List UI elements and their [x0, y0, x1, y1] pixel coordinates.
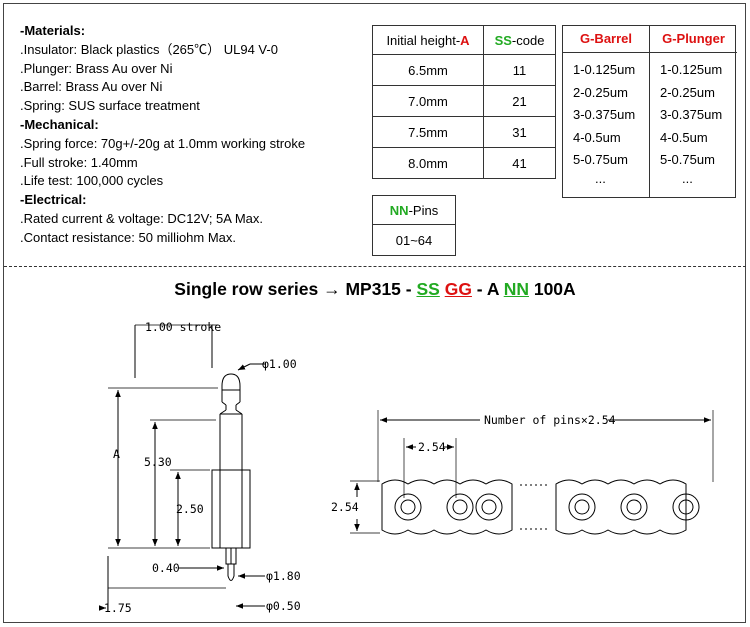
- code-cell: 11: [483, 54, 556, 86]
- height-cell: 6.5mm: [372, 54, 484, 86]
- list-item: ...: [682, 170, 693, 186]
- barrel-spec: .Barrel: Brass Au over Ni: [20, 79, 163, 95]
- pins-length-label: Number of pins×2.54: [484, 413, 616, 427]
- section-divider: [4, 266, 746, 267]
- tail-diameter-label: φ1.80: [266, 569, 301, 583]
- code-header: SS-code: [483, 25, 556, 55]
- list-item: ...: [595, 170, 606, 186]
- list-item: 1-0.125um: [573, 62, 636, 77]
- full-stroke-spec: .Full stroke: 1.40mm: [20, 154, 138, 170]
- plunger-spec: .Plunger: Brass Au over Ni: [20, 60, 173, 76]
- height-header: Initial height-A: [372, 25, 484, 55]
- pins-value: 01~64: [372, 224, 456, 256]
- dim-250-label: 2.50: [176, 502, 204, 516]
- pin-diameter-label: φ0.50: [266, 599, 301, 613]
- height-label: 2.54: [331, 500, 359, 514]
- list-item: 4-0.5um: [573, 129, 621, 145]
- plunger-header: G-Plunger: [650, 26, 737, 53]
- code-cell: 21: [483, 85, 556, 117]
- plunger-column: G-Plunger 1-0.125um 2-0.25um 3-0.375um 4…: [650, 26, 737, 197]
- pitch-label: 2.54: [418, 440, 446, 454]
- dim-530-label: 5.30: [144, 455, 172, 469]
- spring-force-spec: .Spring force: 70g+/-20g at 1.0mm workin…: [20, 135, 306, 151]
- part-number-title: Single row series → MP315 - SS GG - A NN…: [174, 279, 576, 299]
- list-item: 4-0.5um: [660, 129, 708, 145]
- list-item: 1-0.125um: [660, 62, 723, 77]
- code-cell: 41: [483, 147, 556, 179]
- life-test-spec: .Life test: 100,000 cycles: [20, 173, 164, 189]
- list-item: 3-0.375um: [573, 107, 636, 122]
- list-item: 2-0.25um: [573, 84, 628, 100]
- dim-175-label: 1.75: [104, 601, 132, 615]
- list-item: 5-0.75um: [660, 152, 715, 167]
- plating-table: G-Barrel 1-0.125um 2-0.25um 3-0.375um 4-…: [562, 25, 737, 198]
- contact-spec: .Contact resistance: 50 milliohm Max.: [20, 229, 237, 245]
- insulator-spec: .Insulator: Black plastics（265℃） UL94 V-…: [20, 41, 278, 57]
- code-cell: 31: [483, 116, 556, 148]
- height-cell: 8.0mm: [372, 147, 484, 179]
- spec-list: -Materials: .Insulator: Black plastics（2…: [20, 22, 305, 248]
- list-item: 5-0.75um: [573, 152, 628, 167]
- connector-top-view: [381, 479, 700, 535]
- barrel-header: G-Barrel: [563, 26, 649, 53]
- tip-diameter-label: φ1.00: [262, 357, 297, 371]
- list-item: 2-0.25um: [660, 84, 715, 100]
- barrel-column: G-Barrel 1-0.125um 2-0.25um 3-0.375um 4-…: [563, 26, 650, 197]
- page-frame: [3, 3, 746, 623]
- list-item: 3-0.375um: [660, 107, 723, 122]
- rated-spec: .Rated current & voltage: DC12V; 5A Max.: [20, 210, 264, 226]
- materials-heading: -Materials:: [20, 23, 86, 38]
- dim-a-label: A: [113, 447, 120, 461]
- stroke-label: 1.00 stroke: [145, 320, 221, 334]
- mechanical-heading: -Mechanical:: [20, 116, 99, 132]
- pins-table: NN-Pins 01~64: [372, 195, 456, 256]
- dim-040-label: 0.40: [152, 561, 180, 575]
- electrical-heading: -Electrical:: [20, 192, 87, 208]
- pin-side-view: [211, 373, 251, 581]
- spring-spec: .Spring: SUS surface treatment: [20, 98, 200, 114]
